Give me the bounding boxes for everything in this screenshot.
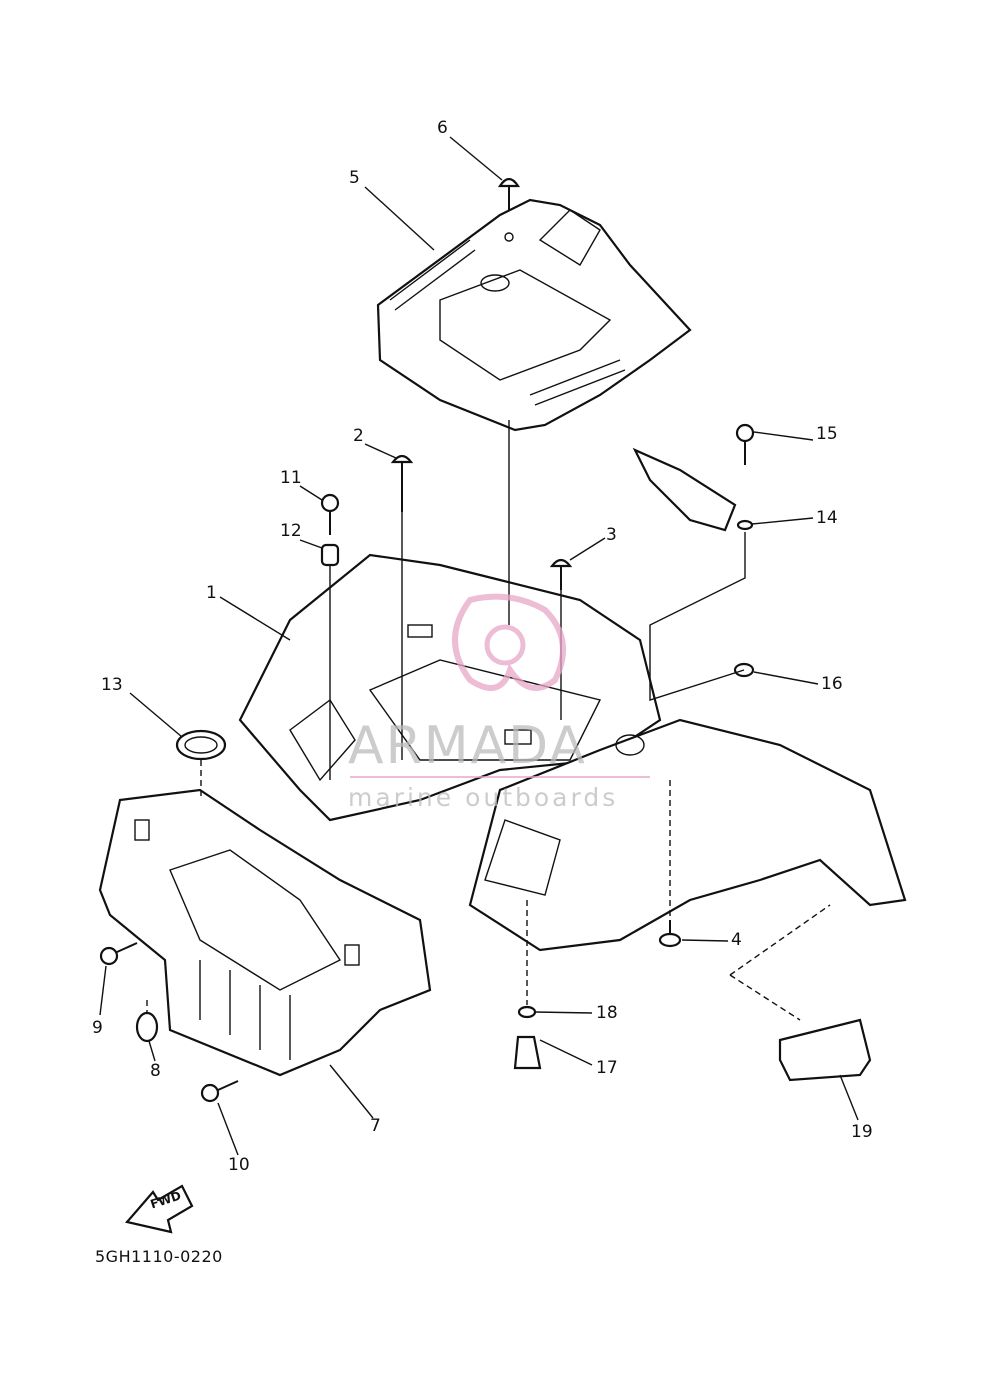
callout-19: 19 [851,1122,873,1142]
part-12-collar [320,543,340,567]
part-7-front-box [98,788,432,1077]
part-14-washer [736,519,754,531]
callout-12: 12 [280,521,302,541]
part-4-bolt [658,920,682,948]
part-8-cap [135,1011,159,1043]
callout-1: 1 [206,583,217,603]
part-15-bolt [735,423,755,465]
callout-16: 16 [821,674,843,694]
part-9-bolt [99,942,138,966]
assembly-lines [146,420,746,1012]
callout-18: 18 [596,1003,618,1023]
part-18-washer [517,1005,537,1019]
callout-8: 8 [150,1061,161,1081]
callout-7: 7 [370,1116,381,1136]
watermark-logo [350,593,650,778]
part-3-bolt [549,558,573,590]
watermark-subtitle: marine outboards [348,783,619,812]
callout-14: 14 [816,508,838,528]
part-19-label [729,904,872,1082]
callout-9: 9 [92,1018,103,1038]
watermark-title: ARMADA [348,716,587,776]
diagram-code: 5GH1110-0220 [95,1247,223,1266]
callout-4: 4 [731,930,742,950]
small-bracket [632,447,737,532]
part-2-bolt [390,454,414,512]
part-10-bolt [200,1080,239,1103]
part-6-bolt [497,177,521,210]
callout-15: 15 [816,424,838,444]
part-5-top-panel [376,198,692,432]
fwd-arrow-icon [124,1184,194,1234]
callout-3: 3 [606,525,617,545]
callout-10: 10 [228,1155,250,1175]
callout-6: 6 [437,118,448,138]
callout-13: 13 [101,675,123,695]
leader-lines [99,136,859,1156]
part-17-cap [513,1035,542,1070]
callout-5: 5 [349,168,360,188]
callout-17: 17 [596,1058,618,1078]
part-13-ring [175,729,227,761]
callout-11: 11 [280,468,302,488]
callout-2: 2 [353,426,364,446]
part-11-bolt [320,493,340,535]
